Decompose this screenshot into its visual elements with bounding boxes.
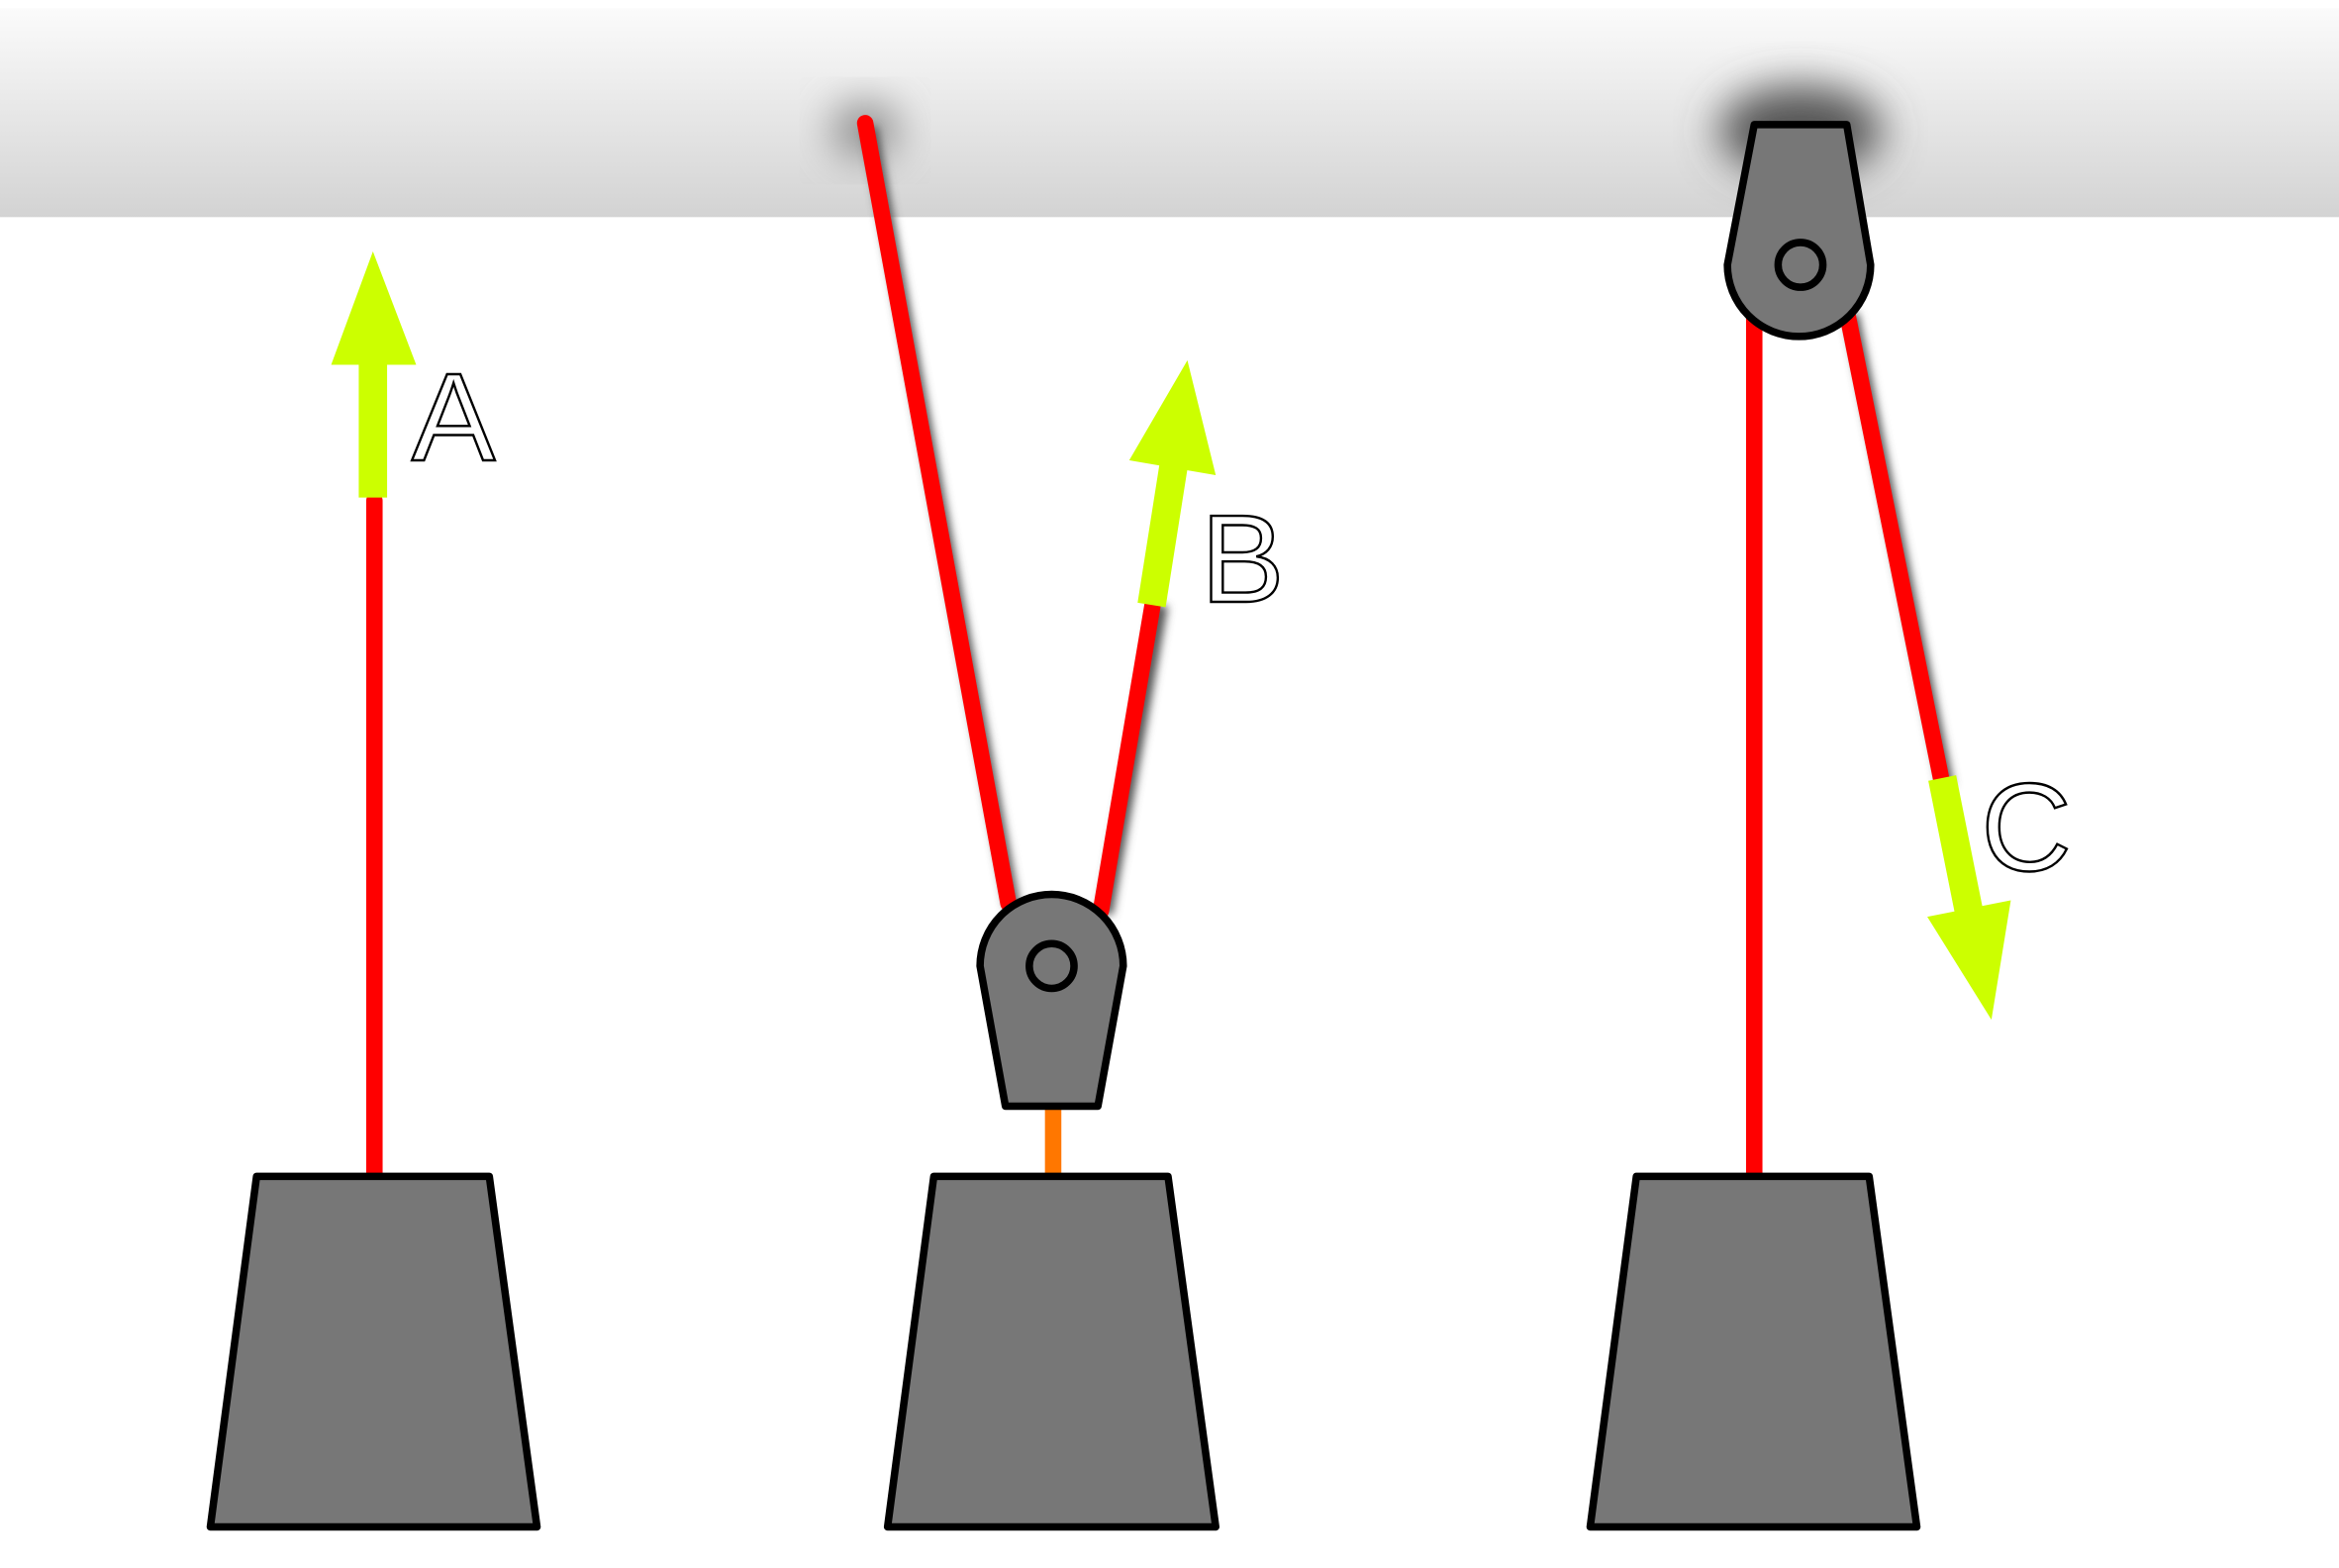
force-arrow-c-shaft	[1928, 775, 1984, 916]
weight-c	[1586, 1172, 1921, 1531]
movable-pulley-b	[976, 890, 1127, 1111]
force-arrow-b-shaft	[1137, 460, 1189, 608]
weight-b	[883, 1172, 1219, 1531]
setup-b: B	[856, 115, 1286, 1531]
pulley-axle-b	[1025, 939, 1078, 993]
force-arrow-a-head	[331, 250, 417, 365]
rope-c-right	[1838, 302, 1951, 793]
label-c: C	[1981, 756, 2071, 897]
label-b: B	[1201, 488, 1284, 629]
setup-c: C	[1586, 121, 2073, 1531]
rope-b-left	[856, 115, 1018, 912]
setup-a: A	[206, 250, 541, 1531]
rope-b-right	[1092, 593, 1162, 920]
force-arrow-c-head	[1927, 900, 2011, 1021]
label-a: A	[412, 346, 496, 487]
weight-a	[206, 1172, 541, 1531]
pulley-axle-c	[1774, 239, 1827, 291]
ceiling	[0, 8, 2339, 218]
fixed-pulley-c	[1723, 121, 1875, 341]
force-arrow-b-head	[1128, 360, 1217, 476]
